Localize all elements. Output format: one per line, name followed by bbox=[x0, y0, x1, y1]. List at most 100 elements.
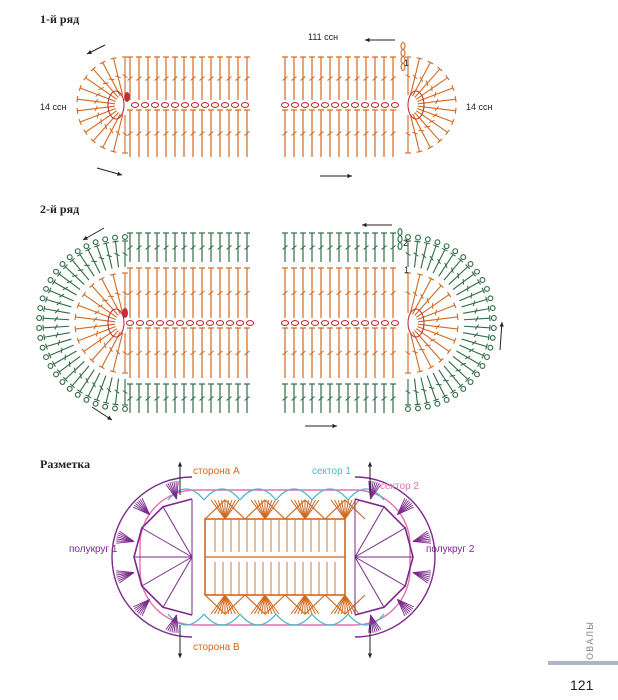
chain-stitch bbox=[37, 305, 44, 312]
stitch-cross bbox=[363, 350, 369, 356]
stitch-cross bbox=[327, 290, 333, 296]
stitch-cross bbox=[412, 131, 418, 135]
stitch-cross bbox=[282, 290, 288, 296]
sector1-scallop-bottom bbox=[239, 613, 277, 626]
row2-arrow-right bbox=[499, 321, 504, 351]
stitch-top bbox=[52, 361, 56, 367]
dc-stitch-radial bbox=[405, 333, 411, 374]
dc-stitch bbox=[363, 56, 369, 100]
dc-stitch bbox=[244, 232, 250, 262]
side-a-fan bbox=[284, 499, 326, 520]
semicircle-fan-stitch bbox=[368, 614, 371, 633]
stitch-cross bbox=[172, 350, 178, 356]
stitch-cross bbox=[235, 396, 241, 401]
fan-outline bbox=[284, 594, 326, 615]
sector1-scallop-bottom bbox=[275, 613, 313, 626]
stitch-top bbox=[487, 334, 490, 341]
dc-stitch bbox=[145, 383, 151, 413]
dc-stitch-radial bbox=[448, 264, 471, 285]
dc-stitch bbox=[217, 327, 223, 378]
stitch-top bbox=[477, 361, 481, 367]
stitch-cross bbox=[163, 396, 169, 401]
stitch-cross bbox=[381, 396, 387, 401]
stitch-cross bbox=[235, 76, 241, 81]
stitch-cross bbox=[434, 105, 439, 112]
dc-stitch bbox=[354, 267, 360, 318]
dc-stitch bbox=[363, 232, 369, 262]
semicircle-fan-stitch bbox=[176, 481, 179, 500]
dc-stitch-radial bbox=[409, 114, 423, 153]
arrow-head bbox=[332, 423, 337, 429]
stitch-top bbox=[45, 296, 48, 303]
side-a-arrow-right bbox=[367, 462, 373, 495]
chain-stitch bbox=[47, 363, 54, 369]
stitch-cross bbox=[60, 347, 63, 354]
dc-stitch bbox=[336, 232, 342, 262]
stitch-cross bbox=[390, 245, 396, 250]
page-number: 121 bbox=[570, 677, 594, 693]
chain-stitch bbox=[66, 385, 73, 392]
stitch-cross bbox=[163, 290, 169, 296]
stitch-cross bbox=[421, 388, 427, 392]
stitch-cross bbox=[444, 262, 448, 269]
stitch-cross bbox=[99, 385, 104, 391]
chain-stitch bbox=[130, 102, 140, 108]
stitch-cross bbox=[96, 112, 99, 119]
dc-stitch bbox=[345, 327, 351, 378]
arrow-head bbox=[499, 322, 504, 327]
dc-stitch bbox=[291, 109, 297, 157]
dc-stitch bbox=[145, 109, 151, 157]
dc-stitch bbox=[390, 383, 396, 413]
dc-stitch bbox=[163, 383, 169, 413]
chain-stitch bbox=[37, 334, 44, 341]
stitch-cross bbox=[127, 245, 133, 250]
side-b-arrow-right bbox=[367, 625, 373, 658]
dc-stitch bbox=[190, 232, 196, 262]
stitch-top bbox=[69, 383, 75, 389]
arrow-head bbox=[365, 37, 370, 43]
stitch-cross bbox=[282, 350, 288, 356]
chain-stitch bbox=[160, 102, 170, 108]
chain-stitch bbox=[405, 234, 411, 240]
stitch-cross bbox=[244, 245, 250, 250]
stitch-top bbox=[110, 150, 117, 153]
dc-stitch bbox=[244, 383, 250, 413]
stitch-cross bbox=[145, 76, 151, 81]
stitch-cross bbox=[208, 350, 214, 356]
row2-arrow-top bbox=[362, 222, 392, 228]
dc-stitch-radial bbox=[414, 66, 443, 98]
stitch-cross bbox=[345, 290, 351, 296]
stitch-cross bbox=[291, 76, 297, 81]
stitch-cross bbox=[199, 350, 205, 356]
turning-chain-right bbox=[407, 308, 425, 338]
stitch-cross bbox=[470, 292, 473, 299]
stitch-cross bbox=[405, 74, 411, 78]
stitch-cross bbox=[122, 252, 128, 256]
stitch-cross bbox=[425, 344, 431, 347]
dc-stitch bbox=[235, 56, 241, 100]
stitch-cross bbox=[106, 254, 112, 258]
stitch-cross bbox=[95, 92, 101, 97]
chain-stitch bbox=[83, 396, 90, 403]
chain-stitch bbox=[290, 320, 300, 326]
dc-stitch-radial bbox=[69, 257, 90, 281]
turning-chain-left bbox=[107, 308, 125, 338]
stitch-cross bbox=[56, 300, 62, 306]
chain-stitch bbox=[170, 102, 180, 108]
dc-stitch-radial bbox=[62, 361, 85, 382]
stitch-top bbox=[437, 66, 443, 72]
dc-stitch-radial bbox=[109, 273, 124, 314]
stitch-cross bbox=[318, 245, 324, 250]
semicircle-fan-stitch bbox=[165, 614, 177, 630]
semicircle-spoke bbox=[162, 556, 193, 608]
stitch-cross bbox=[345, 131, 351, 136]
dc-stitch bbox=[336, 109, 342, 157]
dc-stitch bbox=[282, 56, 288, 100]
stitch-cross bbox=[154, 131, 160, 136]
stitch-top bbox=[98, 276, 105, 281]
dc-stitch bbox=[226, 267, 232, 318]
stitch-cross bbox=[57, 339, 61, 346]
stitch-top bbox=[456, 313, 459, 321]
arrow-head bbox=[367, 462, 373, 467]
stitch-cross bbox=[217, 76, 223, 81]
